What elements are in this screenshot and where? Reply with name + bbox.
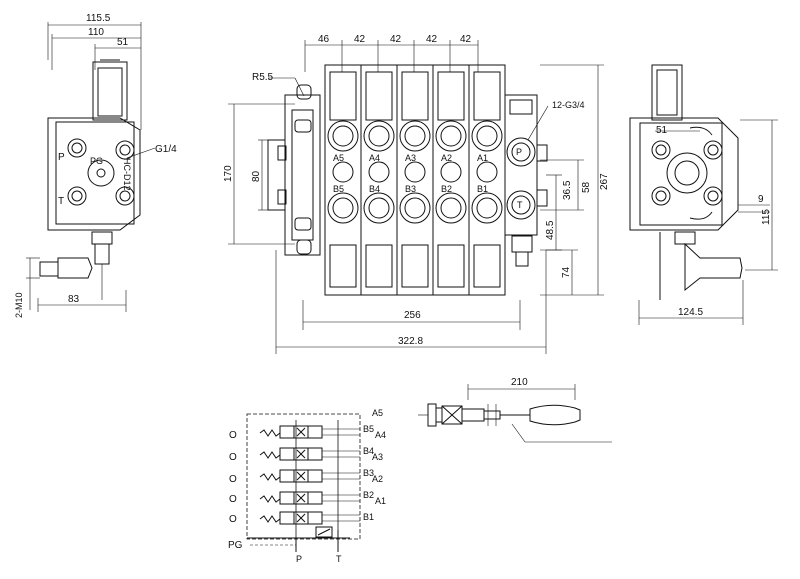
label-2-m10: 2-M10 xyxy=(14,292,24,318)
schematic-p: P xyxy=(296,554,302,564)
label-12-g3-4: 12-G3/4 xyxy=(552,100,585,110)
label-p-left: P xyxy=(58,152,65,163)
front-view xyxy=(228,40,604,354)
schematic-a2: A2 xyxy=(372,474,383,484)
dim-80: 80 xyxy=(251,170,262,182)
schematic-spools xyxy=(259,425,360,525)
schematic-text: O O O O O A5 B5 A4 B4 A3 B3 A2 B2 A1 B1 … xyxy=(228,408,386,564)
dim-36-5: 36.5 xyxy=(562,180,573,200)
port-b2: B2 xyxy=(441,184,452,194)
front-view-text: 46 42 42 42 42 R5.5 12-G3/4 A5 A4 A3 A2 … xyxy=(223,34,610,347)
schematic-o-2: O xyxy=(229,452,237,463)
dim-top-1: 42 xyxy=(354,34,366,45)
schematic-o-1: O xyxy=(229,430,237,441)
dim-48-5: 48.5 xyxy=(545,220,556,240)
dim-83: 83 xyxy=(68,294,80,305)
port-b1: B1 xyxy=(477,184,488,194)
label-g1-4: G1/4 xyxy=(155,144,177,155)
schematic-a4: A4 xyxy=(375,430,386,440)
right-view xyxy=(629,64,778,325)
label-r5-5: R5.5 xyxy=(252,72,274,83)
dim-51-right: 51 xyxy=(656,125,668,136)
schematic-b2: B2 xyxy=(363,490,374,500)
dim-58: 58 xyxy=(581,181,592,193)
schematic-b5: B5 xyxy=(363,424,374,434)
port-a3: A3 xyxy=(405,153,416,163)
valve-sections xyxy=(324,64,506,296)
label-p-front: P xyxy=(516,147,522,157)
schematic-o-3: O xyxy=(229,474,237,485)
dim-110: 110 xyxy=(88,27,104,38)
dim-124-5: 124.5 xyxy=(678,307,703,318)
port-b4: B4 xyxy=(369,184,380,194)
dim-115-5: 115.5 xyxy=(86,13,111,24)
schematic-t: T xyxy=(336,554,342,564)
label-hc-side: HC-D12 xyxy=(122,158,132,191)
handle-view xyxy=(418,384,612,443)
schematic-b1: B1 xyxy=(363,512,374,522)
right-view-text: 51 9 115 124.5 xyxy=(656,125,772,318)
label-t-front: T xyxy=(517,200,523,210)
port-b5: B5 xyxy=(333,184,344,194)
hydraulic-schematic xyxy=(246,413,361,552)
dim-top-0: 46 xyxy=(318,34,330,45)
dim-top-2: 42 xyxy=(390,34,402,45)
left-view-text: 115.5 110 51 G1/4 P PG T HC-D12 2-M10 83 xyxy=(14,13,177,318)
schematic-pg: PG xyxy=(228,540,243,551)
left-view xyxy=(26,22,156,312)
schematic-o-4: O xyxy=(229,494,237,505)
dim-top-3: 42 xyxy=(426,34,438,45)
dim-115: 115 xyxy=(761,209,772,225)
schematic-b3: B3 xyxy=(363,468,374,478)
port-a4: A4 xyxy=(369,153,380,163)
handle-view-text: 210 xyxy=(511,377,528,388)
dim-256: 256 xyxy=(404,310,421,321)
schematic-a5: A5 xyxy=(372,408,383,418)
label-pg-left: PG xyxy=(90,156,103,166)
port-b3: B3 xyxy=(405,184,416,194)
dim-322-8: 322.8 xyxy=(398,336,423,347)
dim-267: 267 xyxy=(599,173,610,190)
schematic-b4: B4 xyxy=(363,446,374,456)
dim-210: 210 xyxy=(511,377,528,388)
schematic-a1: A1 xyxy=(375,496,386,506)
dim-74: 74 xyxy=(561,266,572,278)
dim-9: 9 xyxy=(758,194,764,205)
schematic-o-5: O xyxy=(229,514,237,525)
dim-51: 51 xyxy=(117,37,129,48)
schematic-a3: A3 xyxy=(372,452,383,462)
port-a5: A5 xyxy=(333,153,344,163)
dim-top-4: 42 xyxy=(460,34,472,45)
dim-170: 170 xyxy=(223,165,234,182)
port-a2: A2 xyxy=(441,153,452,163)
label-t-left: T xyxy=(58,196,64,207)
port-a1: A1 xyxy=(477,153,488,163)
